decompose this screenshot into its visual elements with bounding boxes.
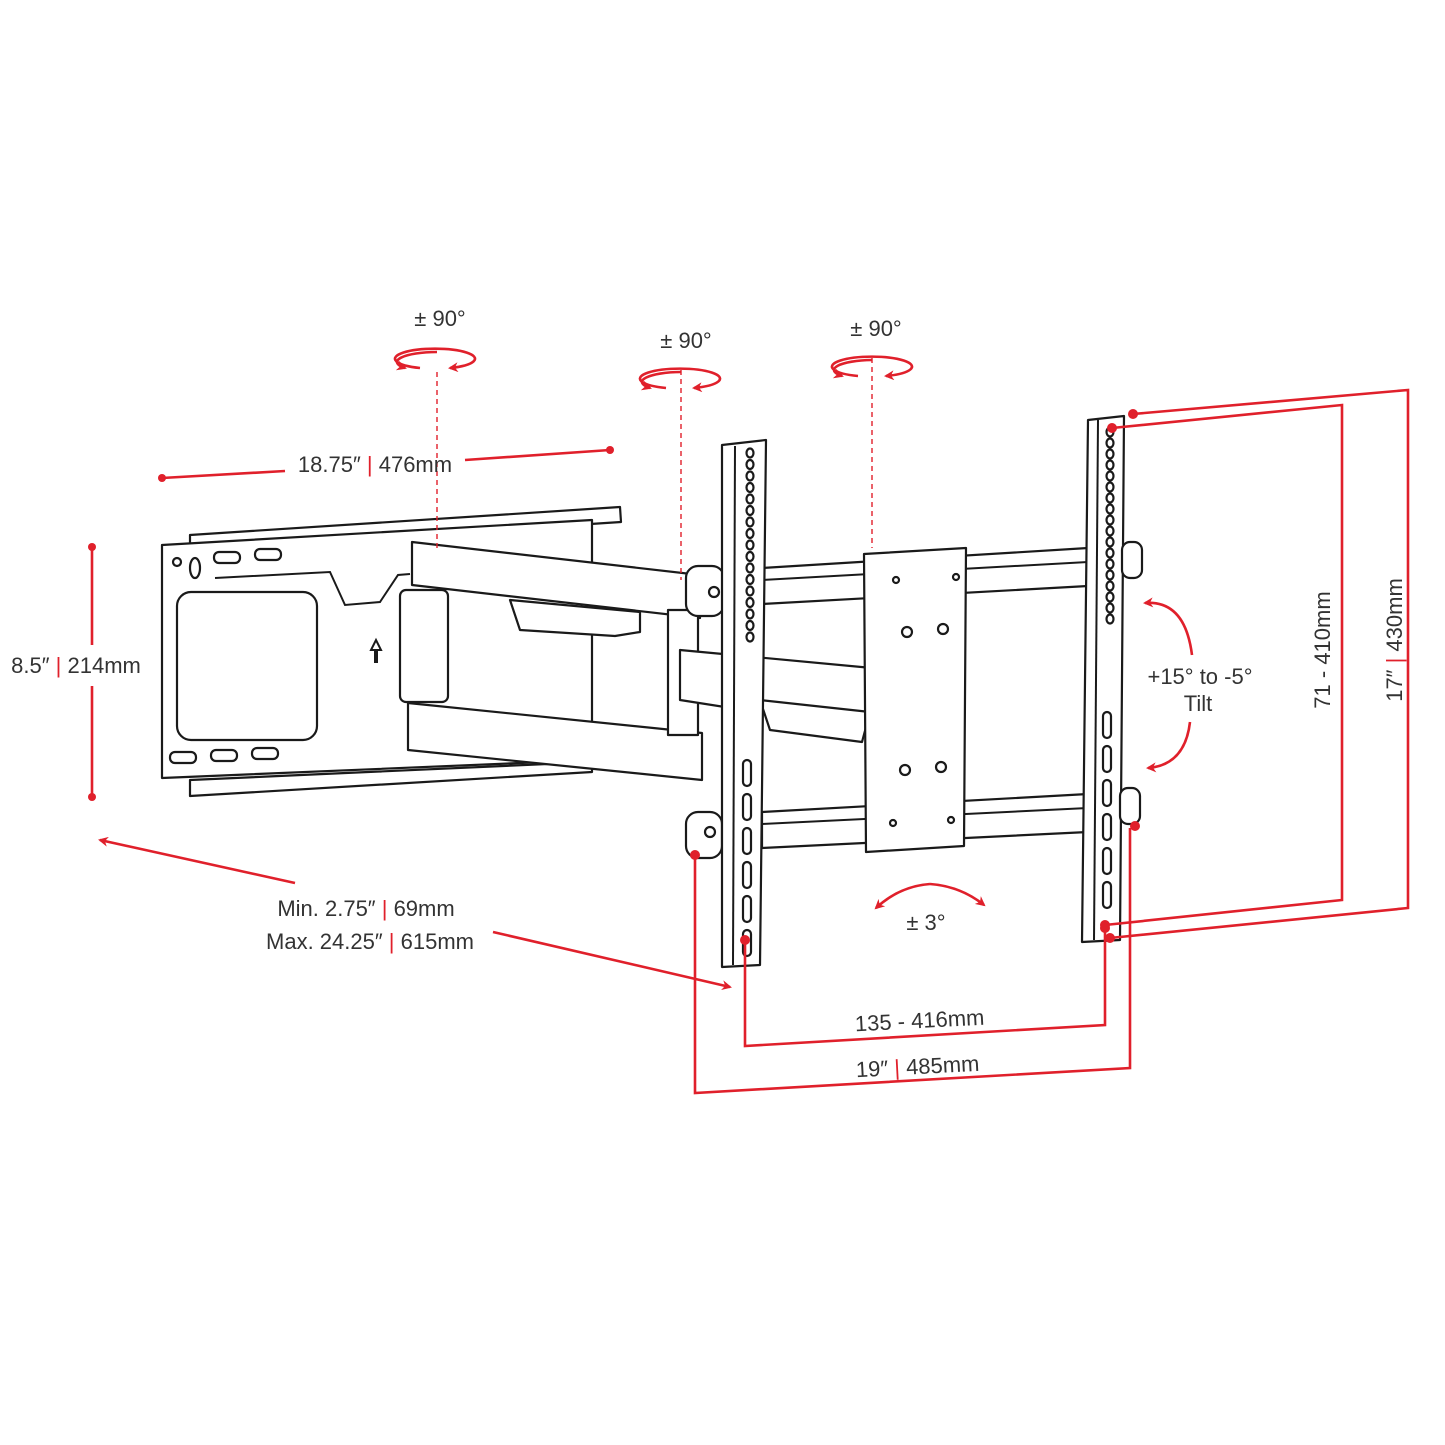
swivel-indicator-2: ± 90° (638, 328, 722, 580)
tilt-label: Tilt (1184, 691, 1213, 716)
level-label: ± 3° (906, 910, 945, 935)
rail-hole (1105, 437, 1115, 449)
rail-hole (745, 539, 755, 551)
tilt-range-label: +15° to -5° (1147, 664, 1252, 689)
rail-hole (745, 447, 755, 459)
rail-hole (745, 527, 755, 540)
rail-hole (745, 573, 755, 586)
right-vertical-rail (1080, 414, 1144, 944)
rail-hole (1105, 536, 1115, 548)
width-label: 18.75″ | 476mm (298, 452, 452, 477)
swivel-indicator-3: ± 90° (830, 316, 914, 548)
swivel-1-label: ± 90° (414, 306, 465, 331)
rail-hole (745, 470, 755, 482)
left-vertical-rail (720, 438, 768, 969)
rail-hole (1105, 591, 1115, 603)
vesa-vertical-label: 71 - 410mm (1310, 591, 1335, 708)
rail-hole (1105, 547, 1115, 559)
rail-hole (1105, 481, 1115, 493)
rail-slot (741, 792, 753, 822)
tv-bracket-crossbars (760, 546, 1090, 854)
rail-hole (745, 481, 755, 494)
up-arrow-icon (369, 637, 383, 663)
rail-slot (741, 758, 753, 788)
rail-hole (1105, 448, 1115, 460)
vesa-horizontal-label: 135 - 416mm (854, 1005, 985, 1037)
swivel-indicator-1: ± 90° (393, 306, 477, 552)
rail-hole (1105, 514, 1115, 526)
rail-hole (745, 619, 755, 632)
rail-slot (1101, 880, 1113, 910)
rail-hole (745, 608, 755, 620)
rail-hole (1105, 503, 1115, 515)
rail-hole (745, 585, 755, 597)
extension-dimension: Min. 2.75″ | 69mm Max. 24.25″ | 615mm (98, 836, 732, 991)
swing-arms (398, 540, 874, 860)
extension-min-label: Min. 2.75″ | 69mm (277, 896, 454, 921)
rail-slot (1101, 846, 1113, 876)
rail-hole (1105, 613, 1115, 625)
rail-hole (745, 596, 755, 609)
swivel-2-label: ± 90° (660, 328, 711, 353)
rail-hole (745, 504, 755, 517)
overall-width-dimension: 19″ | 485mm (690, 821, 1140, 1095)
rail-hole (1105, 470, 1115, 482)
rail-hole (1105, 580, 1115, 592)
rail-hole (745, 631, 755, 643)
rail-hole (745, 458, 755, 471)
rail-slot (1101, 744, 1113, 774)
level-indicator: ± 3° (874, 882, 986, 935)
rail-slot (741, 894, 753, 924)
vesa-horizontal-dimension: 135 - 416mm (740, 923, 1110, 1048)
overall-height-label: 17″ | 430mm (1382, 578, 1407, 702)
tilt-indicator: +15° to -5° Tilt (1143, 597, 1253, 773)
rail-hole (745, 550, 755, 563)
rail-slot (1101, 812, 1113, 842)
rail-hole (1105, 558, 1115, 570)
overall-height-dimension: 17″ | 430mm (1105, 388, 1410, 943)
extension-max-label: Max. 24.25″ | 615mm (266, 929, 474, 954)
rail-slot (741, 826, 753, 856)
rail-hole (745, 516, 755, 528)
overall-width-label: 19″ | 485mm (855, 1051, 980, 1082)
swivel-3-label: ± 90° (850, 316, 901, 341)
vesa-vertical-dimension: 71 - 410mm (1100, 403, 1344, 930)
rail-hole (1105, 492, 1115, 504)
height-label: 8.5″ | 214mm (11, 653, 141, 678)
rail-slot (741, 860, 753, 890)
rail-hole (1105, 569, 1115, 581)
rail-slot (1101, 778, 1113, 808)
rail-slot (1101, 710, 1113, 740)
width-dimension: 18.75″ | 476mm (158, 446, 614, 482)
rail-hole (745, 562, 755, 574)
rail-hole (745, 493, 755, 505)
rail-hole (1105, 525, 1115, 537)
rail-hole (1105, 602, 1115, 614)
height-dimension: 8.5″ | 214mm (11, 543, 141, 801)
rail-hole (1105, 459, 1115, 471)
